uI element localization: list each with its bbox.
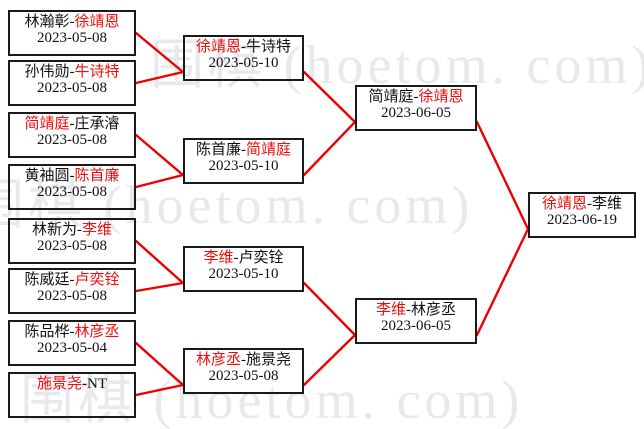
match-players: 简靖庭-庄承濬 xyxy=(24,116,119,132)
watermark-text: 围棋 (hoetom. com) xyxy=(0,175,474,235)
match-node[interactable]: 林彦丞-施景尧 2023-05-08 xyxy=(183,348,304,394)
match-date: 2023-05-08 xyxy=(37,288,107,305)
separator: - xyxy=(77,222,82,238)
match-players: 简靖庭-徐靖恩 xyxy=(368,89,463,105)
player-name-loser: 林彦丞 xyxy=(411,302,457,318)
match-players: 孙伟勋-牛诗特 xyxy=(24,64,119,80)
player-name-winner: 林瀚彰 xyxy=(24,14,70,30)
player-name-loser: 孙伟勋 xyxy=(24,64,70,80)
player-name-loser: 施景尧 xyxy=(246,352,292,368)
separator: - xyxy=(241,39,246,55)
player-name-winner: 陈首廉 xyxy=(74,168,120,184)
player-name-winner: 徐靖恩 xyxy=(74,14,120,30)
player-name-winner: 施景尧 xyxy=(36,376,82,392)
match-date: 2023-05-08 xyxy=(37,30,107,47)
player-name-loser: 陈品桦 xyxy=(24,324,70,340)
separator: - xyxy=(406,302,411,318)
match-node[interactable]: 简靖庭-庄承濬 2023-05-08 xyxy=(8,112,136,158)
match-players: 李维-卢奕铨 xyxy=(203,250,283,266)
match-node[interactable]: 陈品桦-林彦丞 2023-05-04 xyxy=(8,320,136,366)
match-players: 林彦丞-施景尧 xyxy=(196,352,291,368)
player-name-winner: 李维 xyxy=(375,302,406,318)
match-node[interactable]: 黄袖圆-陈首廉 2023-05-08 xyxy=(8,164,136,210)
player-name-loser: 李维 xyxy=(592,196,623,212)
player-name-loser: 庄承濬 xyxy=(74,116,120,132)
watermark-text: 围棋 (hoetom. com) xyxy=(20,370,524,429)
match-node[interactable]: 徐靖恩-牛诗特 2023-05-10 xyxy=(183,35,304,81)
separator: - xyxy=(69,324,75,340)
match-date: 2023-05-10 xyxy=(208,266,279,283)
separator: - xyxy=(82,376,87,392)
player-name-winner: 徐靖恩 xyxy=(541,196,587,212)
separator: - xyxy=(69,116,75,132)
match-date: 2023-05-04 xyxy=(37,340,107,357)
player-name-loser: 简靖庭 xyxy=(368,89,414,105)
match-date: 2023-05-08 xyxy=(37,238,107,255)
match-players: 李维-林彦丞 xyxy=(376,302,456,318)
match-node[interactable]: 简靖庭-徐靖恩 2023-06-05 xyxy=(355,85,477,131)
separator: - xyxy=(587,196,592,212)
match-players: 施景尧-NT xyxy=(37,376,107,392)
match-node[interactable]: 陈威廷-卢奕铨 2023-05-08 xyxy=(8,268,136,314)
match-players: 林瀚彰-徐靖恩 xyxy=(24,14,119,30)
match-date: 2023-05-08 xyxy=(37,80,107,97)
match-node[interactable]: 李维-林彦丞 2023-06-05 xyxy=(355,298,477,344)
player-name-winner: 卢奕铨 xyxy=(74,272,120,288)
separator: - xyxy=(69,14,75,30)
player-name-winner: 李维 xyxy=(203,250,234,266)
match-players: 陈首廉-简靖庭 xyxy=(196,142,291,158)
match-players: 陈威廷-卢奕铨 xyxy=(24,272,119,288)
player-name-winner: 简靖庭 xyxy=(24,116,70,132)
match-date: 2023-05-08 xyxy=(37,184,107,201)
player-name-loser: 牛诗特 xyxy=(246,39,292,55)
match-node[interactable]: 孙伟勋-牛诗特 2023-05-08 xyxy=(8,60,136,106)
player-name-loser: 林新为 xyxy=(31,222,77,238)
player-name-winner: 徐靖恩 xyxy=(195,39,241,55)
match-date: 2023-06-05 xyxy=(381,318,451,335)
player-name-loser: NT xyxy=(87,376,107,392)
separator: - xyxy=(413,89,419,105)
match-players: 林新为-李维 xyxy=(32,222,112,238)
player-name-winner: 李维 xyxy=(82,222,113,238)
match-date: 2023-06-19 xyxy=(547,212,617,229)
separator: - xyxy=(69,168,75,184)
player-name-loser: 卢奕铨 xyxy=(238,250,284,266)
player-name-loser: 陈威廷 xyxy=(24,272,70,288)
match-players: 徐靖恩-李维 xyxy=(542,196,622,212)
player-name-winner: 简靖庭 xyxy=(246,142,292,158)
match-node[interactable]: 林瀚彰-徐靖恩 2023-05-08 xyxy=(8,10,136,56)
match-date: 2023-05-08 xyxy=(37,132,107,149)
separator: - xyxy=(69,64,75,80)
match-date: 2023-05-08 xyxy=(208,368,279,385)
player-name-loser: 黄袖圆 xyxy=(24,168,70,184)
separator: - xyxy=(233,250,239,266)
separator: - xyxy=(69,272,75,288)
player-name-loser: 陈首廉 xyxy=(195,142,241,158)
match-players: 黄袖圆-陈首廉 xyxy=(24,168,119,184)
match-date: 2023-05-10 xyxy=(208,55,279,72)
match-node-final[interactable]: 徐靖恩-李维 2023-06-19 xyxy=(528,192,636,238)
player-name-winner: 林彦丞 xyxy=(74,324,120,340)
player-name-winner: 徐靖恩 xyxy=(418,89,464,105)
match-date: 2023-06-05 xyxy=(381,105,451,122)
separator: - xyxy=(241,352,246,368)
player-name-winner: 林彦丞 xyxy=(195,352,241,368)
match-node[interactable]: 林新为-李维 2023-05-08 xyxy=(8,218,136,264)
match-players: 徐靖恩-牛诗特 xyxy=(196,39,291,55)
match-date: 2023-05-10 xyxy=(208,158,279,175)
player-name-winner: 牛诗特 xyxy=(74,64,120,80)
match-node[interactable]: 施景尧-NT xyxy=(8,372,136,418)
match-node[interactable]: 陈首廉-简靖庭 2023-05-10 xyxy=(183,138,304,184)
match-players: 陈品桦-林彦丞 xyxy=(24,324,119,340)
separator: - xyxy=(241,142,246,158)
match-node[interactable]: 李维-卢奕铨 2023-05-10 xyxy=(183,246,304,292)
